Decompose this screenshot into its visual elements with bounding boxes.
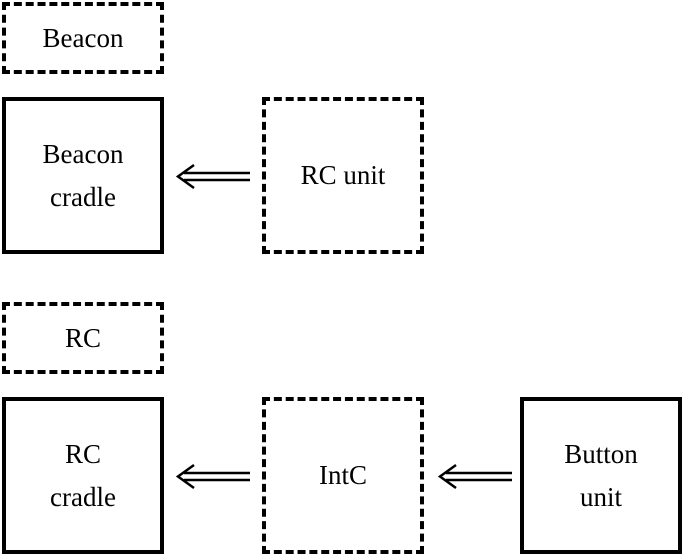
- arrow-intc-to-rc-cradle: [175, 463, 250, 490]
- legend-label-rc: RC: [64, 322, 102, 353]
- node-label-rc-cradle: RC cradle: [50, 438, 116, 512]
- node-label-intc: IntC: [318, 460, 367, 490]
- node-rc-unit: RC unit: [262, 97, 424, 254]
- node-intc: IntC: [262, 397, 424, 554]
- legend-box-beacon: Beacon: [2, 2, 164, 74]
- node-button-unit: Button unit: [520, 397, 682, 554]
- legend-box-rc: RC: [2, 302, 164, 374]
- node-label-button-unit: Button unit: [564, 438, 638, 512]
- arrow-button-unit-to-intc: [437, 463, 512, 490]
- legend-label-beacon: Beacon: [42, 22, 124, 53]
- node-rc-cradle: RC cradle: [2, 397, 164, 554]
- arrow-rc-unit-to-beacon-cradle: [175, 163, 250, 190]
- node-label-beacon-cradle: Beacon cradle: [42, 138, 124, 212]
- node-label-rc-unit: RC unit: [300, 160, 386, 190]
- node-beacon-cradle: Beacon cradle: [2, 97, 164, 254]
